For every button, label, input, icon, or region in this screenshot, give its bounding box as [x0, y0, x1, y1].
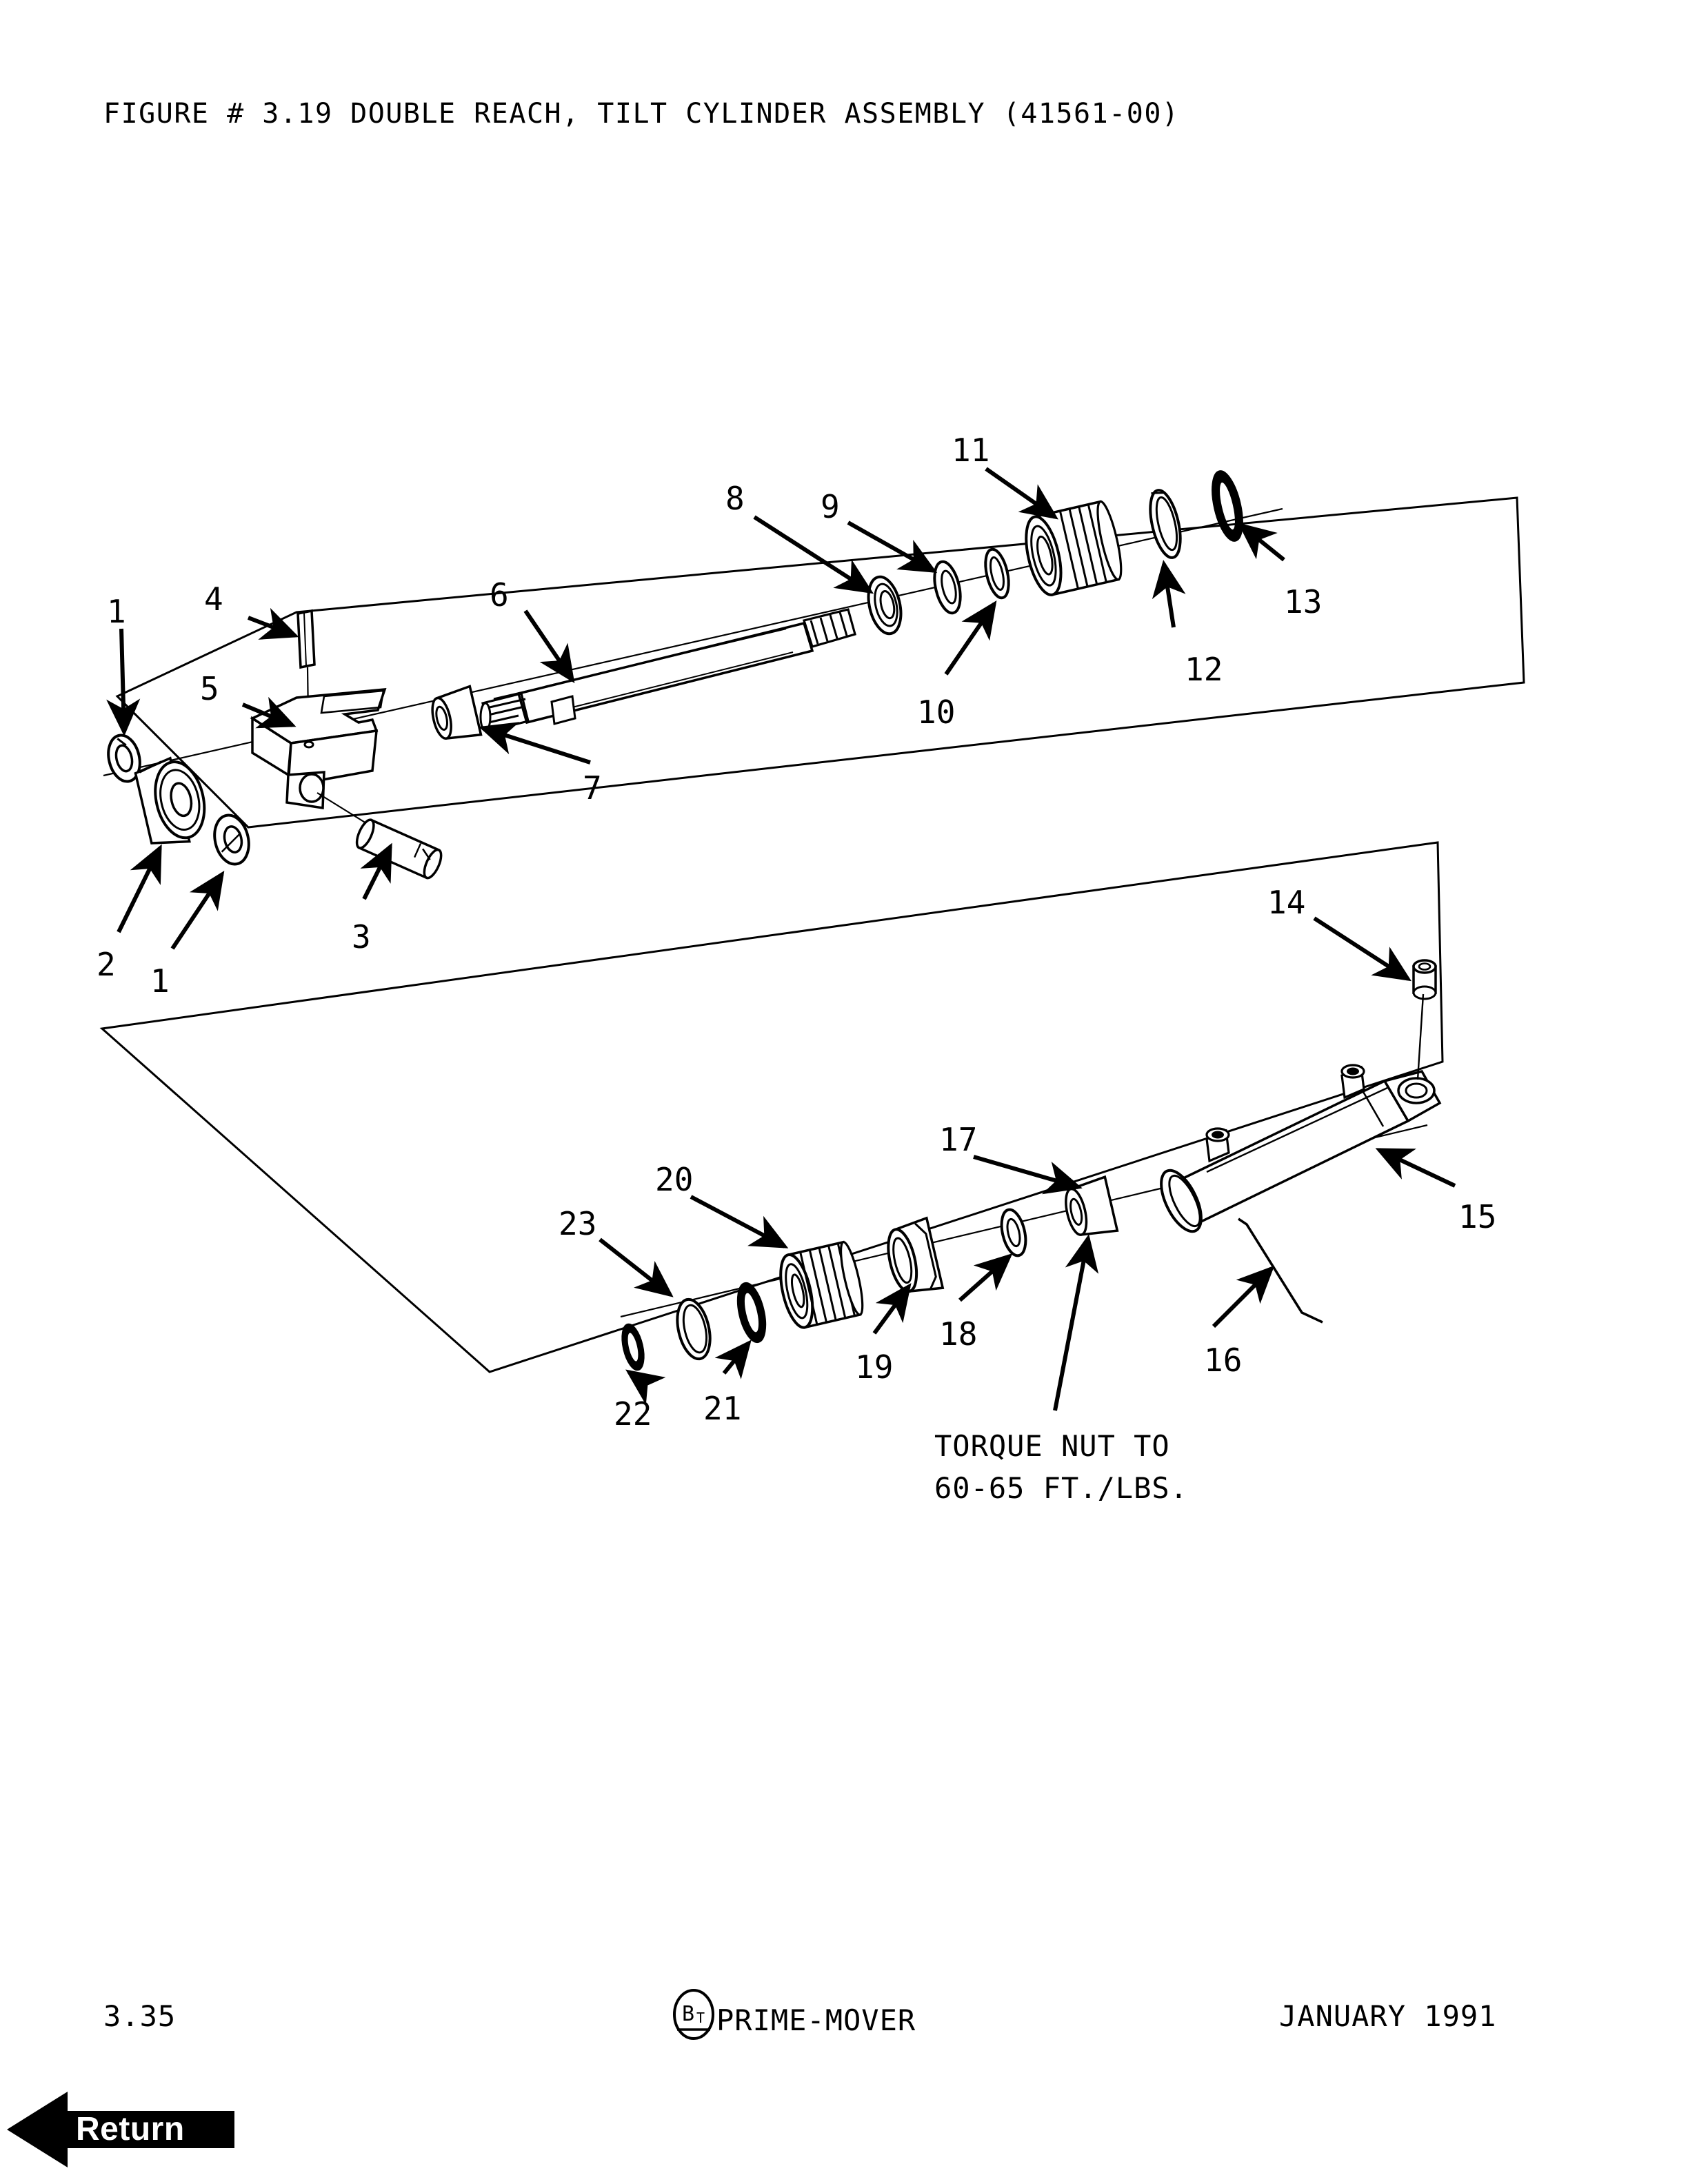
part-1-upper-bearing	[107, 734, 141, 783]
page-title: FIGURE # 3.19 DOUBLE REACH, TILT CYLINDE…	[103, 98, 1180, 130]
callout-number-15: 15	[1458, 1198, 1497, 1235]
part-11-piston	[1025, 500, 1123, 596]
part-16-wire-retainer	[1238, 1217, 1323, 1324]
footer-brand-text: PRIME-MOVER	[716, 2003, 916, 2037]
bt-logo-icon: B T	[673, 1989, 714, 2040]
page-footer: 3.35 B T PRIME-MOVER JANUARY 1991	[0, 1989, 1688, 2054]
callout-number-20: 20	[655, 1161, 694, 1198]
callout-number-5: 5	[200, 670, 219, 707]
callout-number-23: 23	[559, 1205, 597, 1242]
torque-note: TORQUE NUT TO 60-65 FT./LBS.	[934, 1429, 1189, 1505]
part-13-o-ring	[1212, 470, 1243, 542]
part-22-o-ring	[621, 1323, 645, 1371]
callout-number-16: 16	[1204, 1342, 1243, 1379]
part-18-washer	[1000, 1208, 1027, 1257]
callout-number-19: 19	[855, 1348, 894, 1386]
footer-date: JANUARY 1991	[1279, 1999, 1497, 2033]
part-12-gland-ring	[1149, 489, 1182, 559]
callout-number-7: 7	[583, 769, 602, 807]
callout-number-13: 13	[1284, 583, 1323, 620]
callout-number-8: 8	[725, 480, 745, 517]
return-button[interactable]: Return	[7, 2089, 234, 2170]
upper-shelf-outline	[115, 496, 1525, 829]
callout-number-17: 17	[939, 1121, 978, 1158]
part-3-clevis-pin	[355, 818, 443, 880]
part-1-lower-bearing	[213, 813, 250, 866]
upper-centre-axis	[103, 507, 1283, 777]
callout-number-21: 21	[703, 1390, 742, 1427]
lower-leader-lines	[599, 916, 1456, 1411]
callout-number-3: 3	[352, 918, 371, 956]
callout-number-2: 2	[97, 946, 116, 983]
callout-number-6: 6	[490, 576, 509, 614]
part-8-wiper-ring	[867, 575, 903, 636]
callout-number-18: 18	[939, 1315, 978, 1353]
part-5-rod-end-clevis	[250, 688, 387, 836]
part-2-bearing	[134, 756, 206, 845]
part-21-o-ring	[736, 1282, 767, 1344]
part-15-cylinder-barrel	[1160, 1064, 1442, 1233]
callout-number-22: 22	[614, 1395, 652, 1433]
upper-leader-lines	[106, 467, 1285, 950]
footer-page-number: 3.35	[103, 1999, 177, 2033]
callout-number-1: 1	[150, 962, 170, 1000]
callout-number-14: 14	[1267, 884, 1306, 921]
return-arrow-icon	[7, 2092, 234, 2167]
callout-number-11: 11	[952, 432, 990, 469]
callout-number-12: 12	[1185, 651, 1223, 688]
lower-centre-axis	[620, 1124, 1428, 1318]
callout-number-9: 9	[821, 488, 840, 525]
part-20-seal-stack	[779, 1240, 864, 1329]
part-17-lock-nut	[1065, 1175, 1119, 1236]
part-19-split-ring	[887, 1216, 945, 1293]
bt-logo-b: B	[682, 2002, 694, 2026]
part-23-backup-ring	[676, 1297, 712, 1361]
part-7-jam-nut	[431, 685, 483, 740]
return-button-label: Return	[76, 2111, 185, 2147]
bt-logo-t: T	[696, 2010, 705, 2026]
lower-shelf-outline	[99, 841, 1444, 1373]
callout-number-1: 1	[107, 593, 126, 630]
part-10-backup-ring	[984, 547, 1010, 600]
footer-brand: B T PRIME-MOVER	[672, 1989, 916, 2041]
callout-number-10: 10	[917, 694, 956, 731]
part-9-washer	[933, 560, 962, 615]
part-4-roll-pin	[297, 609, 316, 765]
callout-number-4: 4	[204, 580, 223, 618]
part-14-bushing	[1412, 959, 1437, 1080]
part-6-piston-rod	[479, 608, 856, 732]
